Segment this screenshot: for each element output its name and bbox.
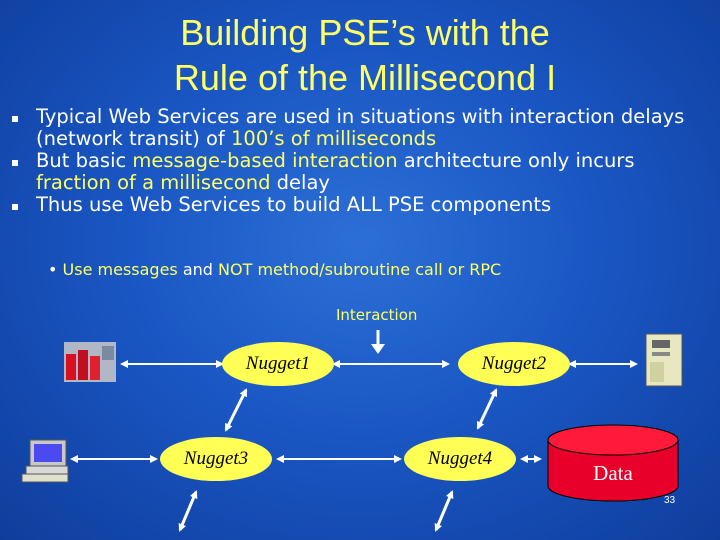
nugget3-node: Nugget3 bbox=[160, 437, 272, 481]
arrow-nugget3-down bbox=[178, 490, 198, 532]
nugget2-node: Nugget2 bbox=[458, 342, 570, 386]
nugget1-node: Nugget1 bbox=[222, 342, 334, 386]
bullet-2: But basic message-based interaction arch… bbox=[8, 150, 708, 194]
arrow-nugget1-nugget3 bbox=[224, 388, 248, 432]
page-number: 33 bbox=[664, 495, 676, 506]
sub-bullet-marker: • bbox=[48, 260, 58, 279]
bullet-3-text: Thus use Web Services to build ALL PSE c… bbox=[36, 193, 552, 216]
architecture-diagram bbox=[21, 330, 683, 532]
square-bullet-icon bbox=[12, 116, 18, 122]
bullet-3: Thus use Web Services to build ALL PSE c… bbox=[8, 194, 708, 216]
arrow-nugget2-nugget4 bbox=[476, 388, 498, 430]
title-line-2: Rule of the Millisecond I bbox=[173, 57, 557, 98]
bullet-2-text-a: But basic bbox=[36, 149, 133, 172]
computer-icon bbox=[21, 439, 69, 483]
square-bullet-icon bbox=[12, 204, 18, 210]
sub-bullet-text-a: Use messages bbox=[62, 260, 178, 279]
bullet-1-text: Typical Web Services are used in situati… bbox=[36, 105, 685, 150]
bullet-list: Typical Web Services are used in situati… bbox=[8, 106, 708, 216]
bullet-1: Typical Web Services are used in situati… bbox=[8, 106, 708, 150]
server-tower-icon bbox=[645, 333, 683, 387]
bullet-2-text-b: architecture only incurs bbox=[397, 149, 635, 172]
bullet-2-highlight: message-based interaction bbox=[132, 149, 398, 172]
slide-title: Building PSE’s with the Rule of the Mill… bbox=[110, 10, 620, 100]
square-bullet-icon bbox=[12, 160, 18, 166]
interaction-label: Interaction bbox=[336, 306, 418, 324]
server-room-icon bbox=[64, 342, 116, 382]
bullet-2-highlight-2: fraction of a millisecond bbox=[36, 171, 271, 194]
data-label: Data bbox=[593, 461, 633, 485]
sub-bullet: • Use messages and NOT method/subroutine… bbox=[48, 260, 501, 279]
title-line-1: Building PSE’s with the bbox=[180, 12, 550, 53]
bullet-1-highlight: 100’s of milliseconds bbox=[231, 127, 437, 150]
arrow-nugget4-down bbox=[434, 490, 454, 532]
data-cylinder-icon bbox=[547, 424, 679, 502]
sub-bullet-text-c: NOT method/subroutine call or RPC bbox=[218, 260, 502, 279]
bullet-2-text-c: delay bbox=[270, 171, 330, 194]
nugget4-node: Nugget4 bbox=[404, 437, 516, 481]
interaction-pointer-arrow bbox=[371, 330, 385, 354]
sub-bullet-text-b: and bbox=[177, 260, 219, 279]
